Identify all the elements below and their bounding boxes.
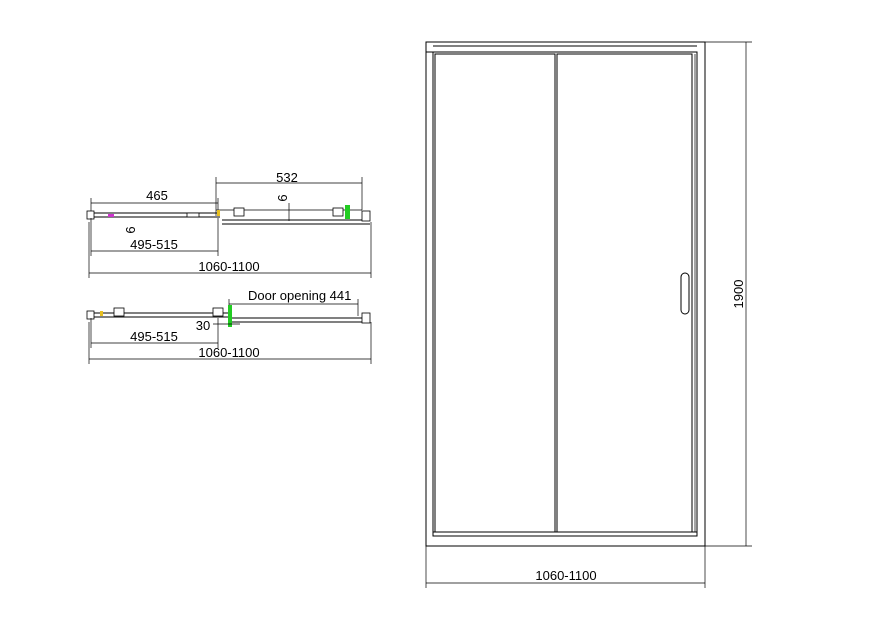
roller-left	[113, 307, 125, 317]
dim-495-515: 495-515	[130, 237, 178, 252]
wall-profile-right	[361, 312, 371, 324]
dim-465: 465	[146, 188, 168, 203]
seal-green	[228, 305, 232, 327]
wall-profile-right	[361, 210, 371, 222]
seal-magenta	[108, 214, 114, 217]
door-handle	[680, 272, 690, 315]
bottom-plan-view: Door opening 441 30 495-515 1060-1100	[86, 288, 372, 364]
sliding-door	[556, 53, 693, 533]
dim-532: 532	[276, 170, 298, 185]
dim-1060-1100: 1060-1100	[198, 345, 259, 360]
top-plan-view: 532 465 6 6 495-515 1060-1100	[86, 170, 372, 278]
dim-30: 30	[196, 318, 210, 333]
seal-yellow	[217, 210, 220, 216]
dim-1060-1100: 1060-1100	[198, 259, 259, 274]
height-label: 1900	[731, 280, 746, 309]
outer-frame	[425, 41, 706, 547]
roller-right	[332, 207, 344, 217]
roller-right	[212, 307, 224, 317]
seal-green	[345, 205, 350, 219]
fixed-panel	[434, 53, 556, 533]
wall-profile-left	[86, 310, 95, 320]
dim-6-left: 6	[123, 226, 138, 233]
inner-frame	[432, 51, 698, 537]
roller-left	[233, 207, 245, 217]
wall-profile-left	[86, 210, 95, 220]
seal-yellow	[100, 311, 103, 316]
width-label: 1060-1100	[535, 568, 596, 583]
front-elevation: 1060-1100 1900	[425, 41, 752, 588]
dim-495-515: 495-515	[130, 329, 178, 344]
dim-6-right: 6	[275, 194, 290, 201]
door-opening-label: Door opening 441	[248, 288, 351, 303]
